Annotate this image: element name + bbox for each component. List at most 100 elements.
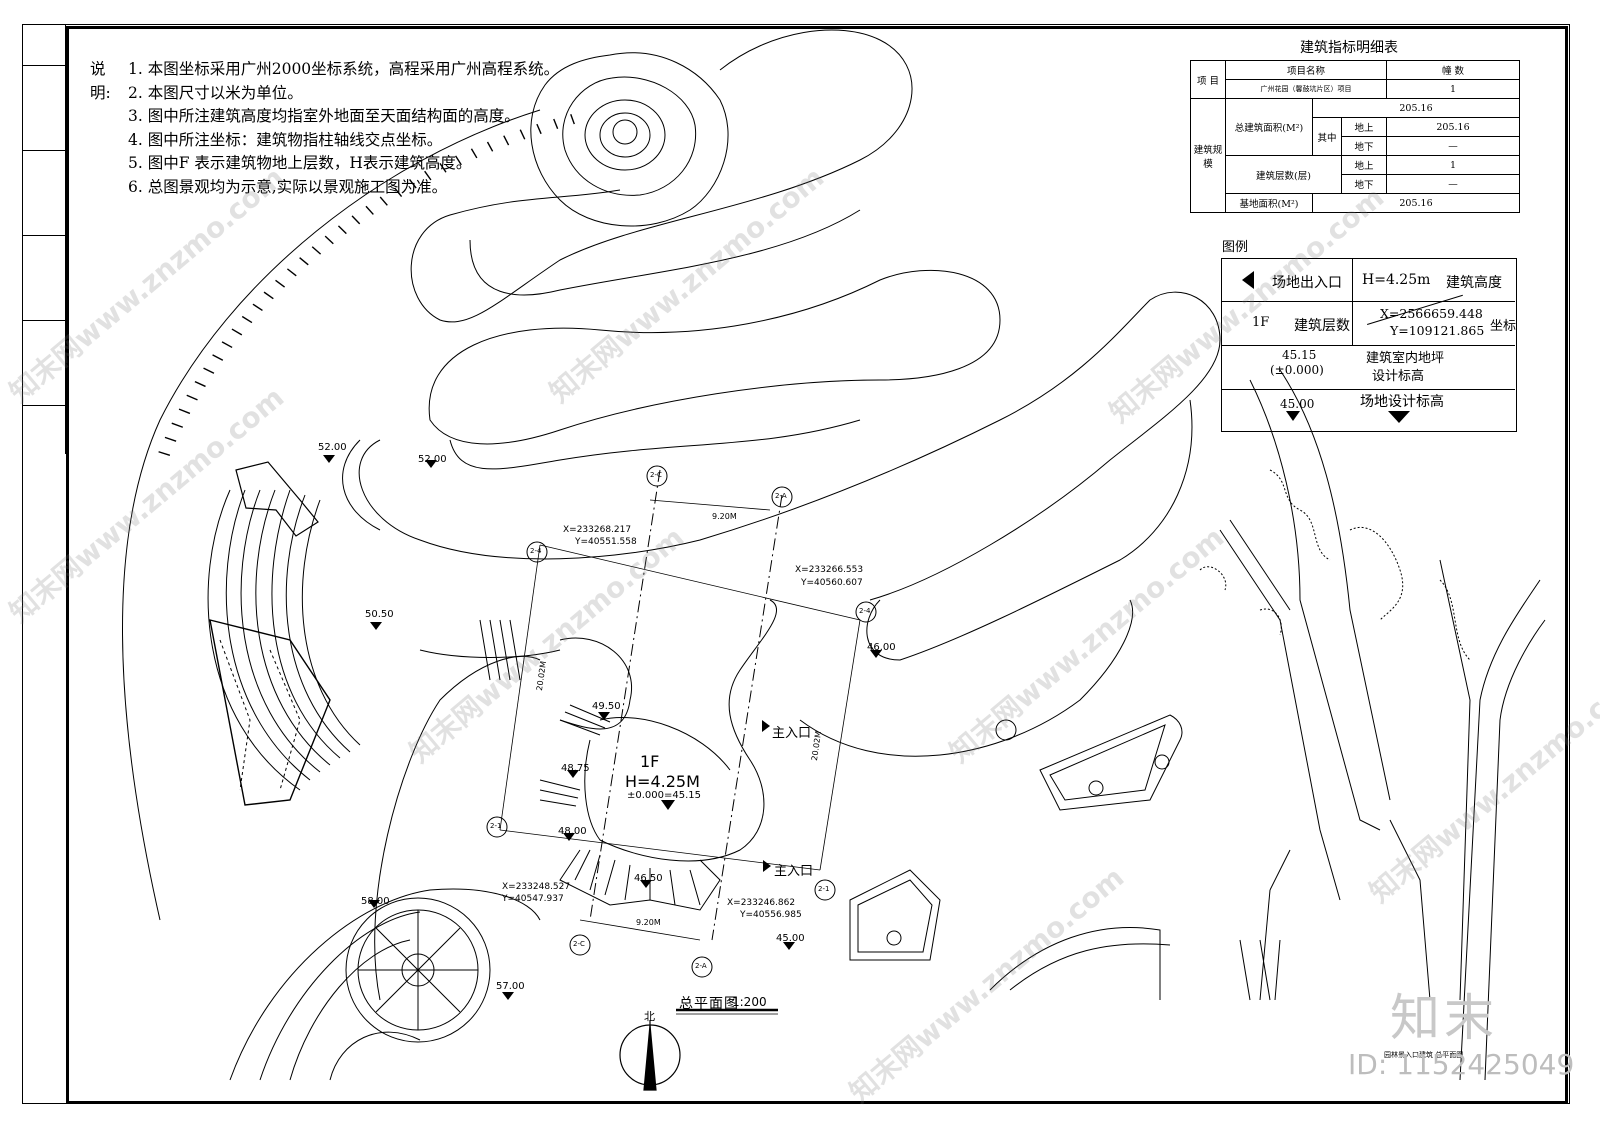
boundary-tick bbox=[455, 155, 462, 166]
axis-lines bbox=[589, 469, 783, 941]
boundary-tick bbox=[231, 328, 243, 336]
tree-planting bbox=[530, 52, 729, 227]
dim-label: 9.20M bbox=[712, 512, 737, 521]
axis-label: 2-4 bbox=[859, 607, 871, 615]
title-strip bbox=[22, 24, 66, 454]
elevation-label: 49.50 bbox=[592, 701, 621, 712]
elevation-label: 52.00 bbox=[418, 454, 447, 465]
coord-y: Y=40556.985 bbox=[740, 910, 802, 920]
coord-x: X=233268.217 bbox=[563, 525, 632, 535]
boundary-tick bbox=[241, 315, 253, 324]
boundary-tick bbox=[311, 246, 322, 255]
boundary-tick bbox=[324, 235, 334, 245]
note-line: 6. 总图景观均为示意,实际以景观施工图为准。 bbox=[128, 177, 448, 196]
boundary-tick bbox=[299, 257, 309, 266]
elevation-label: 48.75 bbox=[561, 763, 590, 774]
note-line: 1. 本图坐标采用广州2000坐标系统，高程采用广州高程系统。 bbox=[128, 60, 560, 78]
note-line: 4. 图中所注坐标：建筑物指柱轴线交点坐标。 bbox=[128, 130, 443, 149]
boundary-tick bbox=[570, 113, 575, 125]
legend-indoor-value: 45.15 bbox=[1282, 348, 1317, 362]
boundary-tick bbox=[252, 303, 263, 312]
elevation-label: 48.00 bbox=[558, 826, 587, 837]
image-id: ID: 1152425049 bbox=[1348, 1048, 1575, 1081]
serpentine-paths bbox=[342, 29, 1221, 757]
right-features bbox=[849, 369, 1546, 1081]
legend-site-value: 45.00 bbox=[1280, 397, 1315, 411]
boundary-tick bbox=[158, 451, 171, 456]
plan-title: 总平面图 bbox=[679, 996, 739, 1012]
elevation-label: 57.00 bbox=[496, 981, 525, 992]
legend-floor-label: 建筑层数 bbox=[1294, 318, 1350, 334]
legend-floor-value: 1F bbox=[1252, 315, 1270, 330]
boundary-tick bbox=[470, 148, 478, 159]
axis-label: 2-A bbox=[695, 962, 707, 970]
entrance-triangle-icon bbox=[1242, 271, 1254, 289]
boundary-tick bbox=[194, 380, 206, 388]
boundary-tick bbox=[365, 205, 374, 215]
legend-indoor-zero: (±0.000) bbox=[1270, 363, 1324, 377]
axis-label: 2-A bbox=[775, 492, 787, 500]
legend-entrance-label: 场地出入口 bbox=[1272, 275, 1342, 291]
pavilion-shape bbox=[235, 461, 319, 537]
boundary-tick bbox=[178, 408, 191, 415]
north-arrow bbox=[619, 1020, 681, 1091]
site-elev-marker-icon bbox=[1286, 411, 1300, 421]
shrub-clusters bbox=[1199, 469, 1471, 661]
boundary-tick bbox=[503, 135, 510, 146]
elevation-label: 45.00 bbox=[776, 933, 805, 944]
boundary-tick bbox=[286, 268, 297, 277]
boundary-tick bbox=[275, 279, 286, 288]
legend: 场地出入口 H=4.25m 建筑高度 1F 建筑层数 X=2566659.448… bbox=[1221, 258, 1517, 432]
legend-title: 图例 bbox=[1222, 240, 1249, 255]
drawing-frame bbox=[66, 26, 1568, 1104]
curved-terrace bbox=[207, 489, 361, 791]
axis-bubbles bbox=[486, 465, 877, 978]
boundary-tick bbox=[263, 291, 274, 300]
boundary-tick bbox=[164, 436, 177, 442]
total-area-label: 总建筑面积(M²) bbox=[1225, 98, 1313, 156]
boundary-ticks bbox=[158, 113, 575, 456]
boundary-tick bbox=[439, 162, 447, 173]
boundary-tick bbox=[394, 187, 403, 197]
elevation-label: 58.00 bbox=[361, 896, 390, 907]
legend-height-value: H=4.25m bbox=[1362, 272, 1431, 288]
north-label: 北 bbox=[644, 1010, 655, 1023]
elevation-label: 46.50 bbox=[634, 873, 663, 884]
boundary-tick bbox=[221, 341, 233, 349]
legend-site-label: 场地设计标高 bbox=[1360, 394, 1444, 410]
note-line: 3. 图中所注建筑高度均指室外地面至天面结构面的高度。 bbox=[128, 107, 520, 125]
coord-x: X=233246.862 bbox=[727, 898, 796, 908]
boundary-tick bbox=[337, 225, 347, 235]
brand-logo: 知末 bbox=[1390, 989, 1498, 1047]
legend-indoor-label-1: 建筑室内地坪 bbox=[1366, 351, 1445, 366]
axis-label: 2-1 bbox=[490, 822, 502, 830]
legend-indoor-label-2: 设计标高 bbox=[1372, 369, 1425, 384]
elevation-markers bbox=[323, 455, 882, 1000]
elevation-label: 50.50 bbox=[365, 609, 394, 620]
building-elev-label: ±0.000=45.15 bbox=[627, 790, 702, 801]
legend-coord-y: Y=109121.865 bbox=[1390, 323, 1485, 338]
plan-scale: 1:200 bbox=[732, 995, 767, 1009]
notes-label: 说明: bbox=[90, 60, 111, 102]
elevation-label: 46.00 bbox=[867, 642, 896, 653]
building-height-label: H=4.25M bbox=[625, 772, 700, 791]
coord-y: Y=40560.607 bbox=[801, 578, 863, 588]
dimension-lines bbox=[499, 499, 861, 941]
building-plaza bbox=[374, 599, 777, 1001]
elevation-label: 52.00 bbox=[318, 442, 347, 453]
boundary-tick bbox=[203, 367, 215, 374]
boundary-tick bbox=[424, 170, 432, 181]
legend-height-label: 建筑高度 bbox=[1446, 275, 1502, 291]
scale-label: 建筑规模 bbox=[1190, 98, 1226, 213]
boundary-tick bbox=[536, 123, 542, 135]
coord-x: X=233266.553 bbox=[795, 565, 864, 575]
boundary-tick bbox=[519, 129, 526, 140]
drawing-stamp: 园林景入口建筑 总平面图 bbox=[1384, 1051, 1464, 1059]
note-line: 2. 本图尺寸以米为单位。 bbox=[128, 83, 303, 102]
boundary-tick bbox=[379, 196, 388, 206]
building-floor-label: 1F bbox=[640, 752, 660, 771]
coord-y: Y=40551.558 bbox=[575, 537, 637, 547]
boundary-tick bbox=[212, 354, 224, 361]
among-label: 其中 bbox=[1312, 117, 1342, 156]
